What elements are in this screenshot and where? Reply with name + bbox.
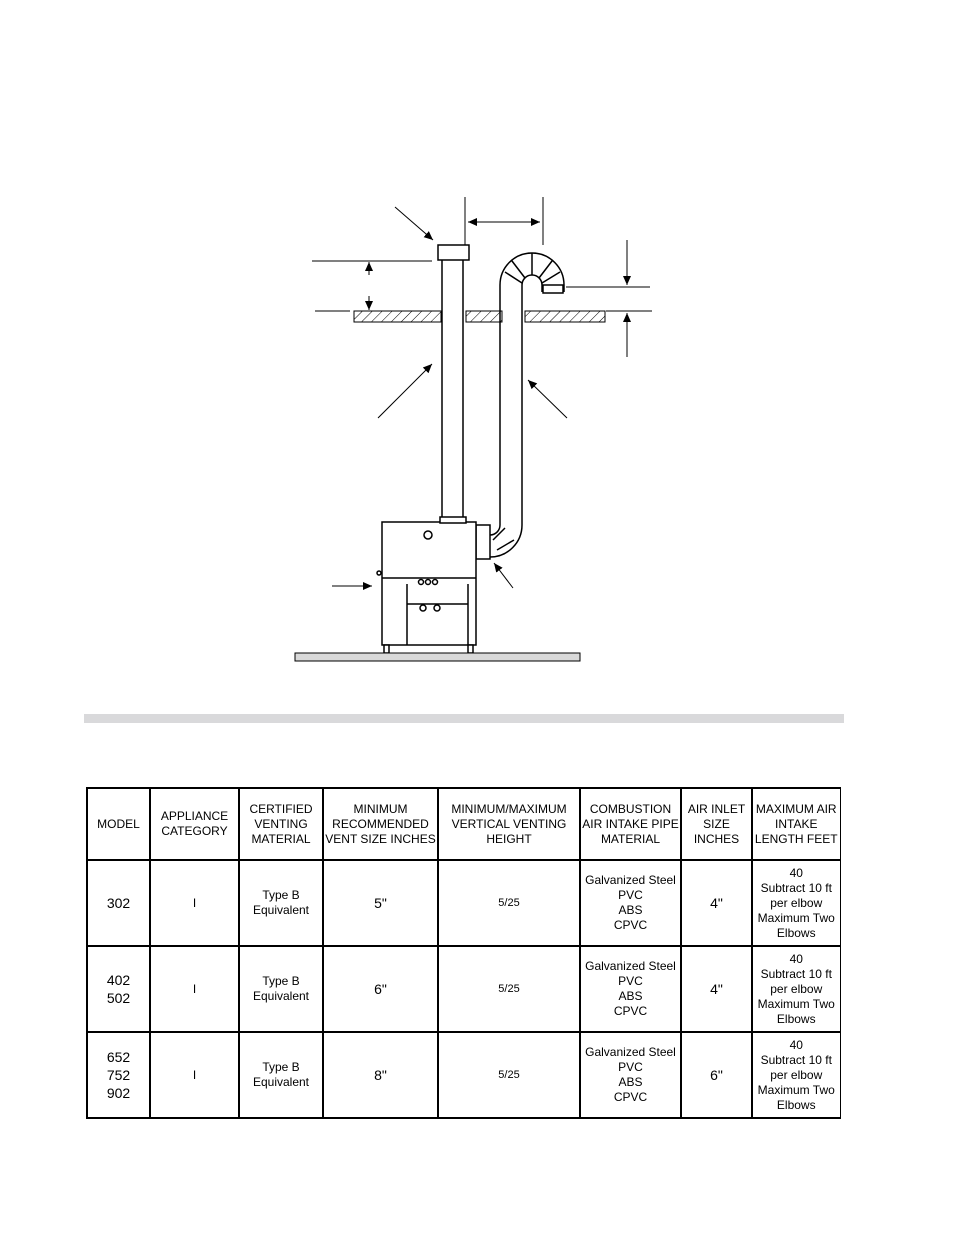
vent-size-cell: 6" [322,945,439,1033]
header-max-intake-length: MAXIMUM AIR INTAKE LENGTH FEET [751,787,841,861]
header-min-vent-size: MINIMUM RECOMMENDED VENT SIZE INCHES [322,787,439,861]
venting-diagram [294,197,652,662]
category-cell: I [149,945,240,1033]
category-cell: I [149,1031,240,1119]
section-divider [84,714,844,723]
header-vertical-venting-height: MINIMUM/MAXIMUM VERTICAL VENTING HEIGHT [437,787,581,861]
vent-cap-icon [437,244,470,522]
ceiling-icon [353,310,606,323]
venting-spec-table: MODEL APPLIANCE CATEGORY CERTIFIED VENTI… [86,787,841,1119]
inlet-size-cell: 6" [680,1031,753,1119]
floor-icon [294,652,581,662]
model-cell: 302 [86,859,151,947]
inlet-size-cell: 4" [680,859,753,947]
height-cell: 5/25 [437,859,581,947]
header-certified-venting-material: CERTIFIED VENTING MATERIAL [238,787,324,861]
header-model: MODEL [86,787,151,861]
vent-size-cell: 5" [322,859,439,947]
table-header-row: MODEL APPLIANCE CATEGORY CERTIFIED VENTI… [86,787,841,861]
category-cell: I [149,859,240,947]
header-intake-pipe-material: COMBUSTION AIR INTAKE PIPE MATERIAL [579,787,682,861]
boiler-icon [376,516,477,654]
height-cell: 5/25 [437,945,581,1033]
inlet-size-cell: 4" [680,945,753,1033]
header-appliance-category: APPLIANCE CATEGORY [149,787,240,861]
header-air-inlet-size: AIR INLET SIZE INCHES [680,787,753,861]
height-cell: 5/25 [437,1031,581,1119]
vent-size-cell: 8" [322,1031,439,1119]
air-intake-elbow-icon [475,252,565,560]
